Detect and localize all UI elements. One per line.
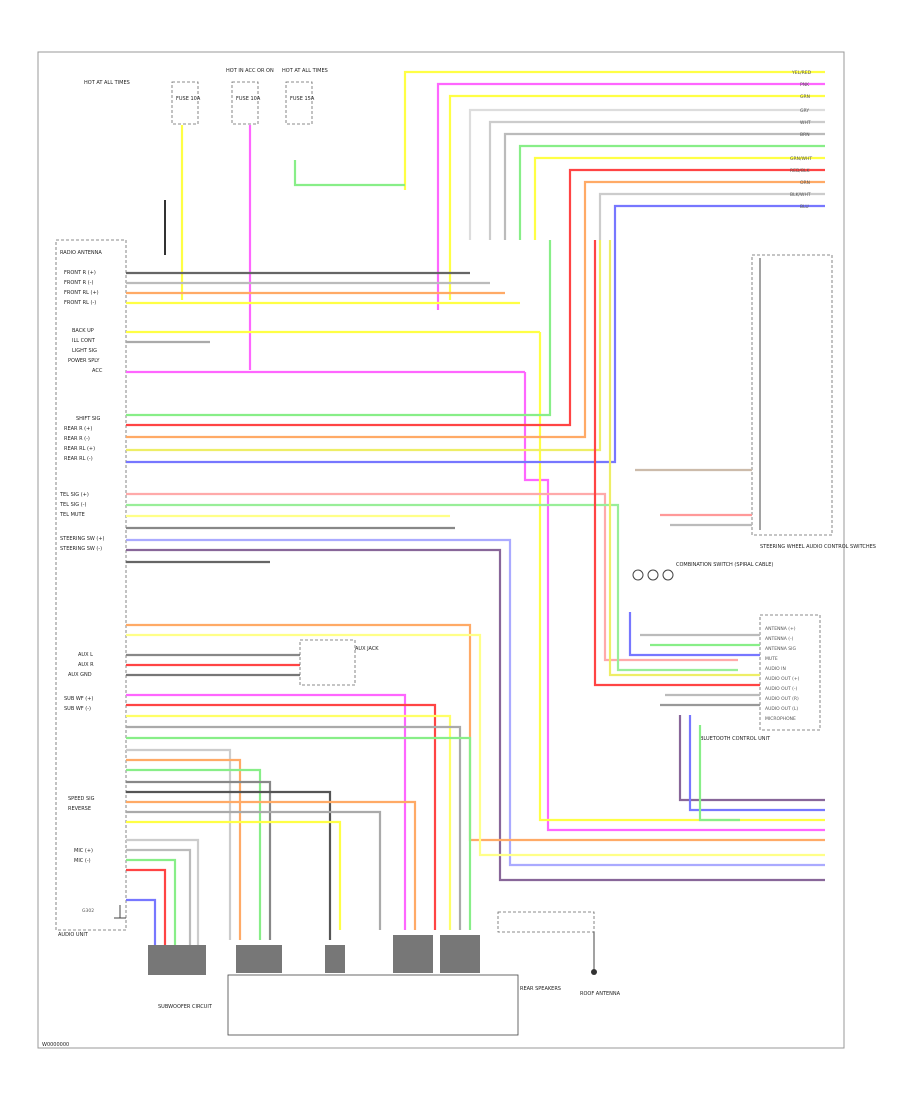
- subwoofer: SUBWOOFER CIRCUIT: [148, 945, 213, 1010]
- roof-antenna: ROOF ANTENNA: [497, 911, 621, 997]
- fuse-block-3: HOT AT ALL TIMES FUSE 15A: [282, 68, 328, 125]
- combination-switch: COMBINATION SWITCH (SPIRAL CABLE): [632, 562, 773, 581]
- svg-text:BLU: BLU: [800, 204, 809, 210]
- svg-text:BLK/WHT: BLK/WHT: [790, 192, 811, 198]
- svg-text:AUX L: AUX L: [78, 652, 93, 658]
- footer-code: W0000000: [42, 1042, 69, 1048]
- svg-text:FRONT RL (-): FRONT RL (-): [64, 300, 96, 306]
- ground-symbol: G302: [82, 905, 126, 919]
- combination-switch-label: COMBINATION SWITCH (SPIRAL CABLE): [676, 562, 773, 568]
- subwoofer-label: SUBWOOFER CIRCUIT: [158, 1004, 213, 1010]
- svg-text:MIC (-): MIC (-): [74, 858, 91, 864]
- fuse-3-rating: FUSE 15A: [290, 96, 315, 102]
- svg-text:FRONT RL (+): FRONT RL (+): [64, 290, 99, 296]
- svg-text:SPEED SIG: SPEED SIG: [68, 796, 95, 802]
- svg-text:LIGHT SIG: LIGHT SIG: [72, 348, 97, 354]
- top-legend-labels: YEL/RED PNK GRN GRY WHT BRN GRN/WHT RED/…: [790, 70, 812, 210]
- svg-text:WHT: WHT: [800, 120, 811, 126]
- svg-text:REVERSE: REVERSE: [68, 806, 91, 812]
- svg-text:MUTE: MUTE: [765, 656, 778, 662]
- svg-text:STEERING SW (+): STEERING SW (+): [60, 536, 105, 542]
- svg-text:TEL SIG (+): TEL SIG (+): [59, 492, 89, 498]
- svg-text:G302: G302: [82, 908, 94, 914]
- audio-unit-label: AUDIO UNIT: [58, 932, 89, 938]
- svg-text:POWER SPLY: POWER SPLY: [68, 358, 100, 364]
- svg-text:ORN: ORN: [800, 180, 810, 186]
- audio-wires: [126, 240, 825, 950]
- fuse-block-2: HOT IN ACC OR ON FUSE 10A: [226, 68, 274, 125]
- svg-text:SUB WF (-): SUB WF (-): [64, 706, 91, 712]
- fuse-3-label: HOT AT ALL TIMES: [282, 68, 328, 74]
- svg-text:REAR R (+): REAR R (+): [64, 426, 92, 432]
- svg-text:BACK UP: BACK UP: [72, 328, 94, 334]
- svg-text:TEL MUTE: TEL MUTE: [59, 512, 85, 518]
- svg-text:STEERING SW (-): STEERING SW (-): [60, 546, 102, 552]
- fuse-2-rating: FUSE 10A: [236, 96, 261, 102]
- roof-antenna-label: ROOF ANTENNA: [580, 991, 621, 997]
- fuse-block-1: HOT AT ALL TIMES FUSE 10A: [84, 80, 201, 125]
- svg-text:AUDIO IN: AUDIO IN: [765, 666, 786, 672]
- svg-text:GRN: GRN: [800, 94, 810, 100]
- fuse-1-rating: FUSE 10A: [176, 96, 201, 102]
- rear-speakers: REAR SPEAKERS: [227, 935, 561, 1036]
- aux-jack-label: AUX JACK: [355, 646, 379, 652]
- svg-text:MIC (+): MIC (+): [74, 848, 93, 854]
- top-bus-wires: [164, 70, 825, 370]
- svg-text:REAR R (-): REAR R (-): [64, 436, 90, 442]
- svg-text:SUB WF (+): SUB WF (+): [64, 696, 93, 702]
- svg-text:FRONT R (+): FRONT R (+): [64, 270, 96, 276]
- svg-text:YEL/RED: YEL/RED: [791, 70, 812, 76]
- svg-text:ANTENNA (-): ANTENNA (-): [765, 636, 794, 642]
- svg-text:AUDIO OUT (-): AUDIO OUT (-): [765, 686, 798, 692]
- svg-text:GRN/WHT: GRN/WHT: [790, 156, 812, 162]
- svg-text:ILL CONT: ILL CONT: [72, 338, 96, 344]
- svg-text:AUX R: AUX R: [78, 662, 94, 668]
- svg-text:REAR RL (+): REAR RL (+): [64, 446, 95, 452]
- svg-text:ANTENNA SIG: ANTENNA SIG: [765, 646, 796, 652]
- svg-text:RED/BLK: RED/BLK: [790, 168, 811, 174]
- svg-text:ANTENNA (+): ANTENNA (+): [765, 626, 796, 632]
- svg-text:PNK: PNK: [800, 82, 810, 88]
- svg-text:SHIFT SIG: SHIFT SIG: [76, 416, 100, 422]
- svg-text:GRY: GRY: [800, 108, 809, 114]
- svg-text:REAR RL (-): REAR RL (-): [64, 456, 93, 462]
- svg-text:TEL SIG (-): TEL SIG (-): [59, 502, 86, 508]
- steering-switch: STEERING WHEEL AUDIO CONTROL SWITCHES: [635, 254, 876, 550]
- svg-text:AUDIO OUT (+): AUDIO OUT (+): [765, 676, 800, 682]
- bluetooth-control-unit: BLUETOOTH CONTROL UNIT ANTENNA (+) ANTEN…: [593, 240, 825, 822]
- rear-speakers-label: REAR SPEAKERS: [520, 986, 561, 992]
- audio-unit: AUDIO UNIT RADIO ANTENNA FRONT R (+) FRO…: [55, 239, 127, 938]
- svg-text:FRONT R (-): FRONT R (-): [64, 280, 93, 286]
- svg-text:ACC: ACC: [92, 368, 103, 374]
- fuse-1-label: HOT AT ALL TIMES: [84, 80, 130, 86]
- fuse-2-label: HOT IN ACC OR ON: [226, 68, 274, 74]
- svg-text:AUDIO OUT (R): AUDIO OUT (R): [765, 696, 799, 702]
- svg-text:MICROPHONE: MICROPHONE: [765, 716, 796, 722]
- svg-text:BRN: BRN: [800, 132, 810, 138]
- aux-jack: AUX JACK: [299, 639, 379, 686]
- svg-text:AUDIO OUT (L): AUDIO OUT (L): [765, 706, 798, 712]
- bluetooth-unit-label: BLUETOOTH CONTROL UNIT: [700, 736, 771, 742]
- steering-switch-label: STEERING WHEEL AUDIO CONTROL SWITCHES: [760, 544, 876, 550]
- diagram-frame: [37, 51, 845, 1049]
- svg-text:AUX GND: AUX GND: [68, 672, 92, 678]
- svg-text:RADIO ANTENNA: RADIO ANTENNA: [60, 250, 102, 256]
